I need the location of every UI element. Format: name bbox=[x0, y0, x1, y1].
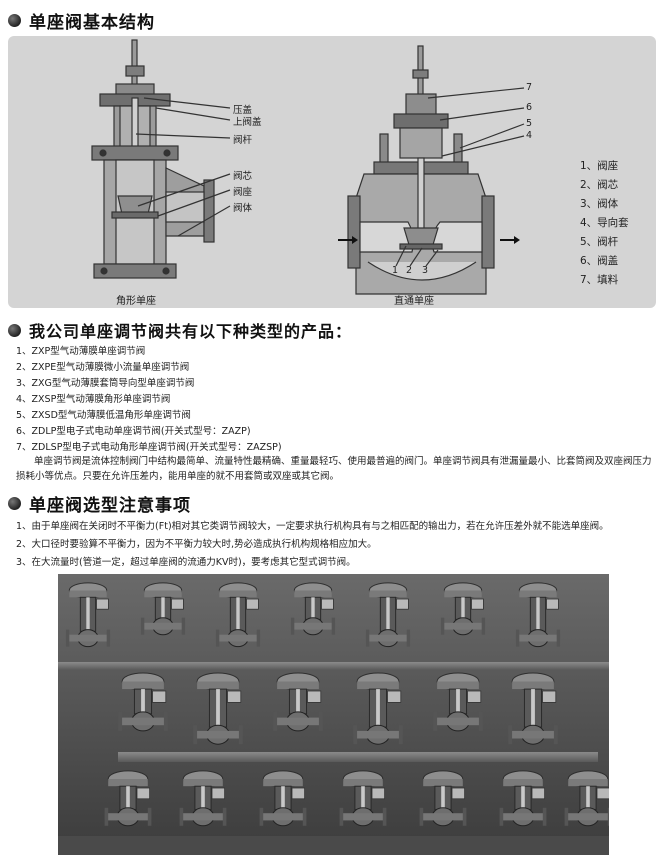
bullet-icon bbox=[8, 323, 21, 337]
note-item: 3、在大流量时(管道一定，超过单座阀的流通力KV时)，要考虑其它型式调节阀。 bbox=[16, 557, 356, 568]
product-item: 3、ZXG型气动薄膜套筒导向型单座调节阀 bbox=[16, 378, 195, 389]
note-item: 2、大口径时要验算不平衡力，因为不平衡力较大时,势必造成执行机构规格相应加大。 bbox=[16, 539, 377, 550]
valve-item bbox=[515, 582, 561, 648]
section-header-products: 我公司单座调节阀共有以下种类型的产品： bbox=[8, 318, 352, 342]
number-7: 7 bbox=[526, 82, 533, 93]
product-item: 6、ZDLP型电子式电动单座调节阀(开关式型号：ZAZP) bbox=[16, 426, 251, 437]
valve-item bbox=[365, 582, 411, 648]
product-item: 4、ZXSP型气动薄膜角形单座调节阀 bbox=[16, 394, 171, 405]
valve-item bbox=[440, 582, 486, 636]
valve-structure-diagram: 压盖 上阀盖 阀杆 阀芯 阀座 阀体 7 6 5 4 1 2 3 1、阀座 2、… bbox=[8, 36, 656, 308]
valve-item bbox=[499, 770, 547, 827]
straight-valve-drawing bbox=[338, 45, 525, 295]
caption-straight-valve: 直通单座 bbox=[394, 296, 434, 307]
legend-item: 7、填料 bbox=[580, 274, 619, 286]
valves-photo bbox=[58, 574, 609, 855]
valve-item bbox=[290, 582, 336, 636]
bullet-icon bbox=[8, 14, 21, 27]
section-title: 单座阀选型注意事项 bbox=[29, 496, 191, 516]
description-paragraph: 单座调节阀是流体控制阀门中结构最简单、流量特性最精确、重量最轻巧、使用最普遍的阀… bbox=[16, 454, 652, 484]
valve-item bbox=[65, 582, 111, 648]
bullet-icon bbox=[8, 497, 21, 510]
section-header-selection: 单座阀选型注意事项 bbox=[8, 491, 191, 516]
valve-item bbox=[419, 770, 467, 827]
number-1: 1 bbox=[392, 265, 399, 276]
valve-item bbox=[353, 672, 403, 745]
valve-item bbox=[259, 770, 307, 827]
label-seat: 阀座 bbox=[233, 187, 253, 198]
legend-item: 2、阀芯 bbox=[580, 179, 619, 191]
valve-item bbox=[564, 770, 609, 827]
legend-item: 5、阀杆 bbox=[580, 236, 619, 248]
label-gland: 压盖 bbox=[233, 105, 253, 116]
number-3: 3 bbox=[422, 265, 429, 276]
label-body: 阀体 bbox=[233, 203, 253, 214]
valve-item bbox=[179, 770, 227, 827]
label-plug: 阀芯 bbox=[233, 171, 253, 182]
valve-item bbox=[193, 672, 243, 745]
note-item: 1、由于单座阀在关闭时不平衡力(Ft)相对其它类调节阀较大，一定要求执行机构具有… bbox=[16, 521, 609, 532]
number-6: 6 bbox=[526, 102, 533, 113]
description-text: 单座调节阀是流体控制阀门中结构最简单、流量特性最精确、重量最轻巧、使用最普遍的阀… bbox=[16, 456, 652, 482]
angle-valve-drawing bbox=[91, 39, 231, 279]
valve-item bbox=[273, 672, 323, 732]
legend-item: 4、导向套 bbox=[580, 217, 629, 229]
product-item: 7、ZDLSP型电子式电动角形单座调节阀(开关式型号：ZAZSP) bbox=[16, 442, 282, 453]
legend-item: 6、阀盖 bbox=[580, 255, 619, 267]
legend-item: 1、阀座 bbox=[580, 160, 619, 172]
valve-item bbox=[433, 672, 483, 732]
valve-item bbox=[104, 770, 152, 827]
number-2: 2 bbox=[406, 265, 413, 276]
valve-item bbox=[118, 672, 168, 732]
section-header-structure: 单座阀基本结构 bbox=[8, 8, 155, 33]
number-5: 5 bbox=[526, 118, 533, 129]
valve-item bbox=[508, 672, 558, 745]
section-title: 我公司单座调节阀共有以下种类型的产品： bbox=[29, 322, 353, 341]
valve-item bbox=[339, 770, 387, 827]
caption-angle-valve: 角形单座 bbox=[116, 296, 156, 307]
number-4: 4 bbox=[526, 130, 533, 141]
product-item: 1、ZXP型气动薄膜单座调节阀 bbox=[16, 346, 146, 357]
label-stem: 阀杆 bbox=[233, 135, 253, 146]
product-item: 2、ZXPE型气动薄膜微小流量单座调节阀 bbox=[16, 362, 190, 373]
valve-item bbox=[140, 582, 186, 636]
valve-item bbox=[215, 582, 261, 648]
valve-drawings bbox=[91, 39, 525, 295]
section-title: 单座阀基本结构 bbox=[29, 13, 155, 33]
label-upper-bonnet: 上阀盖 bbox=[233, 117, 262, 128]
product-item: 5、ZXSD型气动薄膜低温角形单座调节阀 bbox=[16, 410, 191, 421]
legend-item: 3、阀体 bbox=[580, 198, 619, 210]
